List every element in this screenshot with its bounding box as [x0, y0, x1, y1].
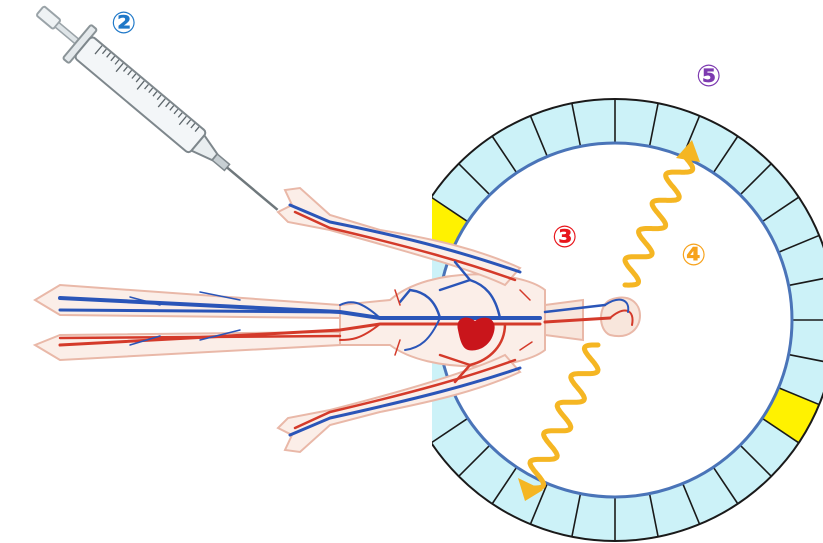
syringe-label: ②	[111, 9, 136, 39]
photon-label: ④	[681, 241, 706, 271]
body-label: ③	[552, 223, 577, 253]
human-circulatory-figure	[35, 188, 640, 452]
syringe-icon	[26, 0, 292, 227]
detector-label: ⑤	[696, 62, 721, 92]
